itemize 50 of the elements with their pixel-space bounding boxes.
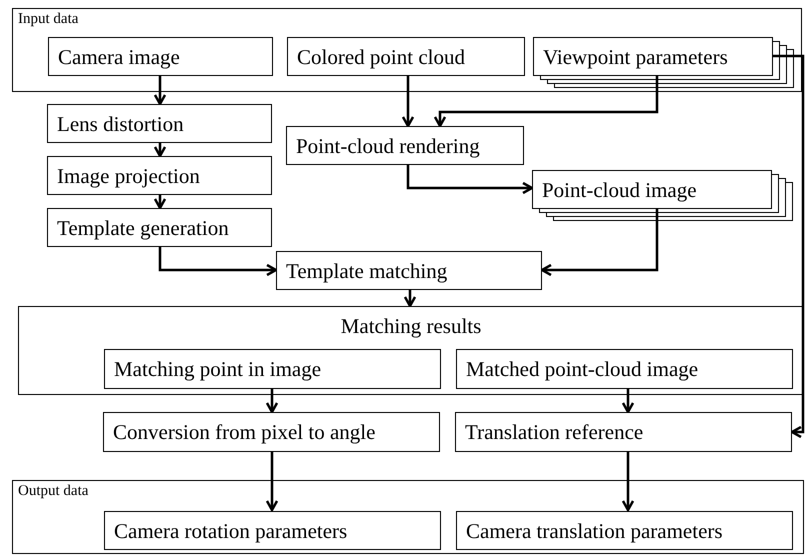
box-label: Matched point-cloud image [466, 357, 698, 381]
process-box [104, 511, 441, 550]
group-panel [18, 306, 804, 395]
arrow [402, 75, 414, 128]
arrow [154, 195, 166, 210]
panel-label: Output data [18, 482, 88, 500]
arrow [434, 75, 658, 128]
process-box [456, 349, 793, 389]
arrow [406, 165, 534, 194]
arrow [772, 54, 804, 438]
process-box [532, 170, 772, 209]
process-box [456, 511, 793, 550]
process-box [286, 126, 524, 165]
process-box [47, 156, 272, 195]
box-label: Viewpoint parameters [543, 44, 728, 68]
arrow [266, 452, 278, 512]
process-box [533, 37, 773, 76]
box-label: Point-cloud rendering [296, 134, 480, 158]
box-label: Translation reference [465, 420, 644, 444]
arrow [266, 388, 278, 414]
panel-label: Input data [18, 10, 78, 28]
process-box [103, 412, 440, 452]
box-label: Point-cloud image [542, 178, 697, 202]
data-panel [12, 8, 802, 92]
box-label: Image projection [57, 164, 200, 188]
box-label: Template matching [286, 258, 448, 282]
box-label: Camera rotation parameters [114, 518, 348, 542]
process-box [455, 412, 792, 452]
group-heading: Matching results [340, 313, 482, 339]
box-label: Matching point in image [114, 357, 322, 381]
arrow [404, 290, 416, 308]
process-box [287, 37, 525, 76]
box-label: Colored point cloud [297, 44, 465, 68]
box-label: Conversion from pixel to angle [113, 420, 376, 444]
box-label: Camera translation parameters [466, 518, 723, 542]
arrow [540, 209, 658, 276]
arrow [622, 452, 634, 512]
process-box [47, 208, 272, 247]
process-box [47, 104, 272, 143]
process-box [104, 349, 441, 389]
arrow [154, 75, 166, 106]
box-label: Template generation [57, 216, 229, 240]
box-label: Lens distortion [57, 112, 184, 136]
arrow [154, 143, 166, 158]
box-label: Camera image [58, 44, 180, 68]
process-box [48, 37, 273, 76]
data-panel [12, 480, 804, 554]
arrow [622, 388, 634, 414]
arrow [158, 247, 278, 276]
process-box [276, 251, 542, 290]
